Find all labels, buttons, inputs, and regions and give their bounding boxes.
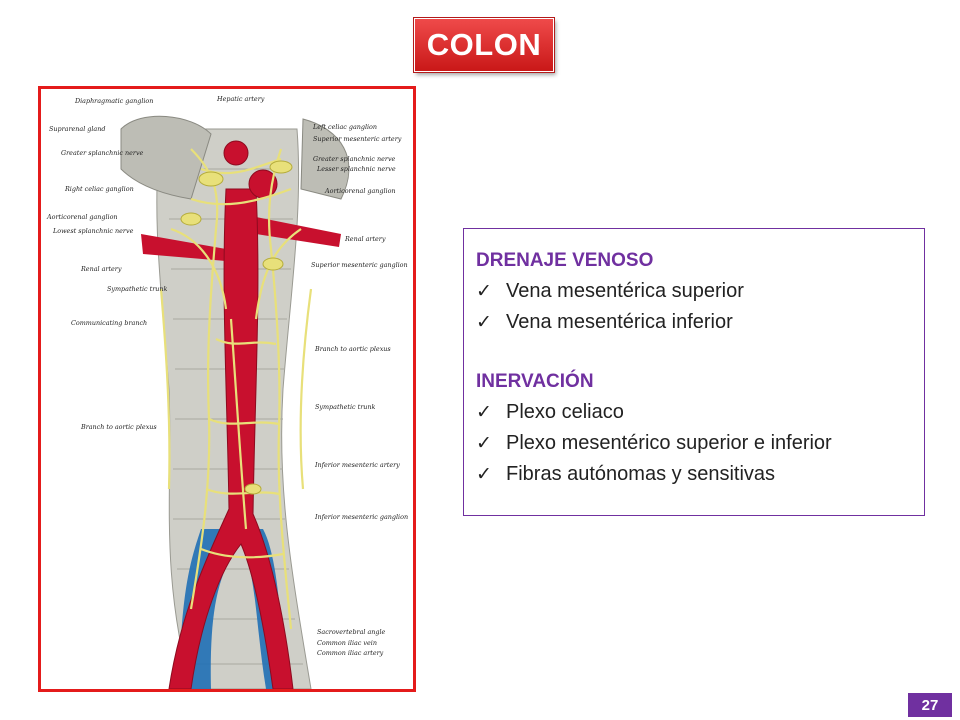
label-renal-artery-left: Renal artery <box>80 265 122 273</box>
figure-labels-left: Diaphragmatic ganglion Suprarenal gland … <box>46 97 167 431</box>
section-heading-venous-drainage: DRENAJE VENOSO <box>476 250 654 271</box>
checkmark-icon: ✓ <box>476 312 492 333</box>
label-lowest-splanchnic-nerve: Lowest splanchnic nerve <box>52 227 134 235</box>
label-communicating-branch: Communicating branch <box>71 319 147 327</box>
list-item: ✓ Plexo celiaco <box>476 397 912 428</box>
section-heading-innervation: INERVACIÓN <box>476 371 594 392</box>
label-hepatic-artery: Hepatic artery <box>216 95 265 103</box>
label-inferior-mesenteric-artery: Inferior mesenteric artery <box>314 461 400 469</box>
nerve-plexus <box>159 148 313 630</box>
label-aorticorenal-ganglion-right: Aorticorenal ganglion <box>324 187 396 195</box>
label-aorticorenal-ganglion: Aorticorenal ganglion <box>46 213 118 221</box>
aorta <box>168 188 294 689</box>
label-common-iliac-artery: Common iliac artery <box>317 649 384 657</box>
label-sympathetic-trunk-left: Sympathetic trunk <box>107 285 167 293</box>
label-superior-mesenteric-ganglion: Superior mesenteric ganglion <box>311 261 408 269</box>
figure-labels-right: Hepatic artery Left celiac ganglion Supe… <box>216 95 408 657</box>
label-greater-splanchnic-nerve: Greater splanchnic nerve <box>61 149 144 157</box>
label-left-celiac-ganglion: Left celiac ganglion <box>312 123 377 131</box>
label-branch-to-aortic-plexus-left: Branch to aortic plexus <box>80 423 157 431</box>
label-common-iliac-vein: Common iliac vein <box>317 639 377 647</box>
info-box: DRENAJE VENOSO ✓ Vena mesentérica superi… <box>463 228 925 516</box>
label-inferior-mesenteric-ganglion: Inferior mesenteric ganglion <box>314 513 408 521</box>
checkmark-icon: ✓ <box>476 402 492 423</box>
label-sympathetic-trunk-right: Sympathetic trunk <box>315 403 375 411</box>
label-superior-mesenteric-artery: Superior mesenteric artery <box>313 135 402 143</box>
label-diaphragmatic-ganglion: Diaphragmatic ganglion <box>74 97 153 105</box>
anatomy-illustration: Diaphragmatic ganglion Suprarenal gland … <box>46 95 408 689</box>
list-item: ✓ Vena mesentérica superior <box>476 276 912 307</box>
label-renal-artery-right: Renal artery <box>344 235 386 243</box>
label-sacrovertebral-angle: Sacrovertebral angle <box>317 628 386 636</box>
label-lesser-splanchnic-nerve: Lesser splanchnic nerve <box>316 165 396 173</box>
list-item: ✓ Plexo mesentérico superior e inferior <box>476 428 912 459</box>
list-item: ✓ Fibras autónomas y sensitivas <box>476 459 912 490</box>
ganglia <box>180 160 293 495</box>
label-right-celiac-ganglion: Right celiac ganglion <box>64 185 134 193</box>
diaphragm <box>120 115 212 200</box>
label-branch-to-aortic-plexus-right: Branch to aortic plexus <box>314 345 391 353</box>
label-suprarenal-gland: Suprarenal gland <box>49 125 105 133</box>
checkmark-icon: ✓ <box>476 464 492 485</box>
checkmark-icon: ✓ <box>476 281 492 302</box>
slide-title: COLON <box>413 17 555 73</box>
anatomy-figure: Diaphragmatic ganglion Suprarenal gland … <box>38 86 416 692</box>
list-item: ✓ Vena mesentérica inferior <box>476 307 912 338</box>
checkmark-icon: ✓ <box>476 433 492 454</box>
label-greater-splanchnic-nerve-right: Greater splanchnic nerve <box>313 155 396 163</box>
page-number: 27 <box>908 693 952 717</box>
celiac-trunk <box>223 140 249 166</box>
